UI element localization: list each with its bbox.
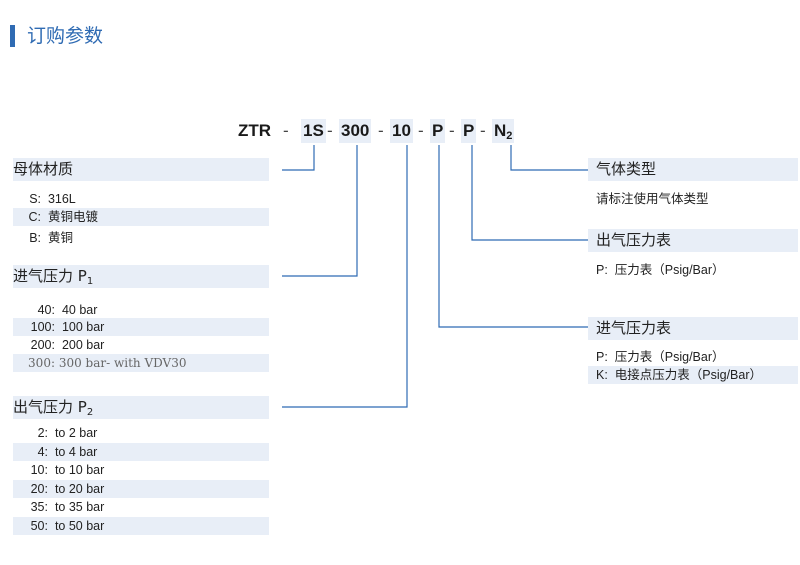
code-dash: - [480, 121, 486, 140]
code-inlet-gauge: P [430, 119, 446, 143]
section-heading-outlet-gauge: 出气压力表 [588, 229, 798, 252]
section-heading-outlet-pressure: 出气压力 P2 [13, 396, 269, 419]
connector-inlet-gauge [438, 145, 588, 328]
connector-outlet-gauge [471, 145, 588, 241]
list-item: 2: to 2 bar [37, 426, 98, 440]
code-series: ZTR [238, 121, 272, 140]
code-inlet-pressure: 300 [339, 119, 372, 143]
code-dash: - [378, 121, 384, 140]
list-item: 4: to 4 bar [13, 443, 269, 461]
list-item: 10: to 10 bar [30, 463, 105, 477]
code-dash: - [449, 121, 455, 140]
list-item: 40: 40 bar [37, 303, 98, 317]
list-item: P: 压力表（Psig/Bar） [596, 263, 725, 277]
page-title: 订购参数 [27, 25, 104, 47]
list-item: P: 压力表（Psig/Bar） [596, 350, 725, 364]
code-dash: - [418, 121, 424, 140]
list-item: 300: 300 bar- with VDV30 [13, 354, 269, 372]
list-item: 100: 100 bar [13, 318, 269, 336]
section-heading-material: 母体材质 [13, 158, 269, 181]
code-gas-type: N2 [492, 119, 515, 143]
section-heading-gas-type: 气体类型 [588, 158, 798, 181]
connector-gas-type [510, 145, 588, 171]
code-dash: - [283, 121, 289, 140]
list-item: B: 黄铜 [29, 231, 73, 245]
code-outlet-pressure: 10 [390, 119, 413, 143]
connector-inlet-pressure [282, 145, 358, 277]
list-item: S: 316L [29, 192, 76, 206]
connector-outlet-pressure [282, 145, 408, 408]
list-item: C: 黄铜电镀 [13, 208, 269, 226]
list-item: K: 电接点压力表（Psig/Bar） [588, 366, 798, 384]
list-item: 20: to 20 bar [13, 480, 269, 498]
section-heading-inlet-pressure: 进气压力 P1 [13, 265, 269, 288]
section-heading-inlet-gauge: 进气压力表 [588, 317, 798, 340]
list-item: 35: to 35 bar [30, 500, 105, 514]
list-item: 200: 200 bar [30, 338, 105, 352]
code-dash: - [327, 121, 333, 140]
code-outlet-gauge: P [461, 119, 477, 143]
list-item: 50: to 50 bar [13, 517, 269, 535]
gas-type-note: 请标注使用气体类型 [596, 192, 709, 206]
code-material: 1S [301, 119, 326, 143]
title-accent-bar [10, 25, 15, 47]
connector-material [282, 145, 315, 171]
